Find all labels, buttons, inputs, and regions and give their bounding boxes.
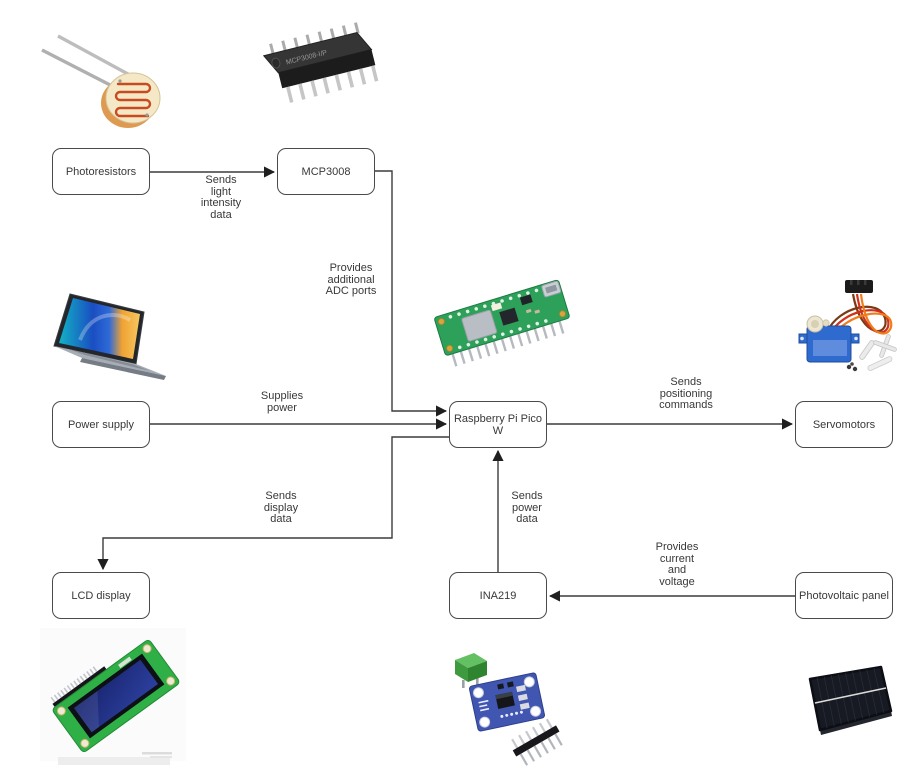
node-power-supply: Power supply bbox=[52, 401, 150, 448]
node-label: Servomotors bbox=[812, 418, 876, 431]
edge-label-adc-ports: Provides additional ADC ports bbox=[325, 262, 377, 297]
node-label: Photovoltaic panel bbox=[799, 589, 889, 602]
node-label: MCP3008 bbox=[301, 165, 351, 178]
laptop-icon bbox=[53, 293, 166, 380]
edge-label-display-data: Sends display data bbox=[263, 490, 299, 525]
photoresistor-photo bbox=[41, 34, 161, 128]
photo-watermark bbox=[142, 752, 172, 755]
node-servomotors: Servomotors bbox=[795, 401, 893, 448]
edge-label-power-data: Sends power data bbox=[511, 490, 543, 525]
dip-chip-icon: MCP3008-I/P bbox=[262, 22, 379, 103]
node-lcd-display: LCD display bbox=[52, 572, 150, 619]
laptop-photo bbox=[53, 293, 166, 380]
rp2040-chip-icon bbox=[499, 307, 519, 326]
edge-label-current-voltage: Provides current and voltage bbox=[655, 541, 699, 588]
edge-label-light-intensity: Sends light intensity data bbox=[200, 174, 242, 221]
solar-panel-photo bbox=[808, 665, 893, 735]
pin-header-icon bbox=[511, 718, 563, 766]
node-label: LCD display bbox=[71, 589, 131, 602]
ina219-board-icon bbox=[469, 672, 545, 732]
node-label: Raspberry Pi Pico W bbox=[453, 412, 543, 437]
ldr-icon bbox=[41, 34, 161, 128]
pico-board-icon bbox=[434, 279, 570, 367]
node-photovoltaic-panel: Photovoltaic panel bbox=[795, 572, 893, 619]
lcd-1602-photo bbox=[40, 628, 186, 765]
lcd-board-icon bbox=[50, 639, 180, 753]
ina219-breakout-photo bbox=[455, 653, 563, 766]
node-label: Power supply bbox=[67, 418, 135, 431]
edge-label-supplies-power: Supplies power bbox=[260, 390, 304, 414]
edge-label-positioning-commands: Sends positioning commands bbox=[659, 376, 713, 411]
node-raspberry-pi-pico-w: Raspberry Pi Pico W bbox=[449, 401, 547, 448]
raspberry-pi-pico-w-photo bbox=[434, 279, 570, 367]
mcp3008-chip-photo: MCP3008-I/P bbox=[262, 22, 379, 103]
servo-icon bbox=[798, 280, 897, 372]
servo-motor-photo bbox=[798, 280, 897, 372]
servo-horn-cross-icon bbox=[873, 334, 897, 358]
node-photoresistors: Photoresistors bbox=[52, 148, 150, 195]
node-mcp3008: MCP3008 bbox=[277, 148, 375, 195]
lcd-screen-icon bbox=[74, 659, 158, 733]
node-label: INA219 bbox=[479, 589, 517, 602]
wifi-shield-icon bbox=[461, 309, 498, 342]
node-ina219: INA219 bbox=[449, 572, 547, 619]
solar-panel-icon bbox=[808, 665, 893, 735]
node-label: Photoresistors bbox=[65, 165, 137, 178]
terminal-block-icon bbox=[455, 653, 487, 688]
